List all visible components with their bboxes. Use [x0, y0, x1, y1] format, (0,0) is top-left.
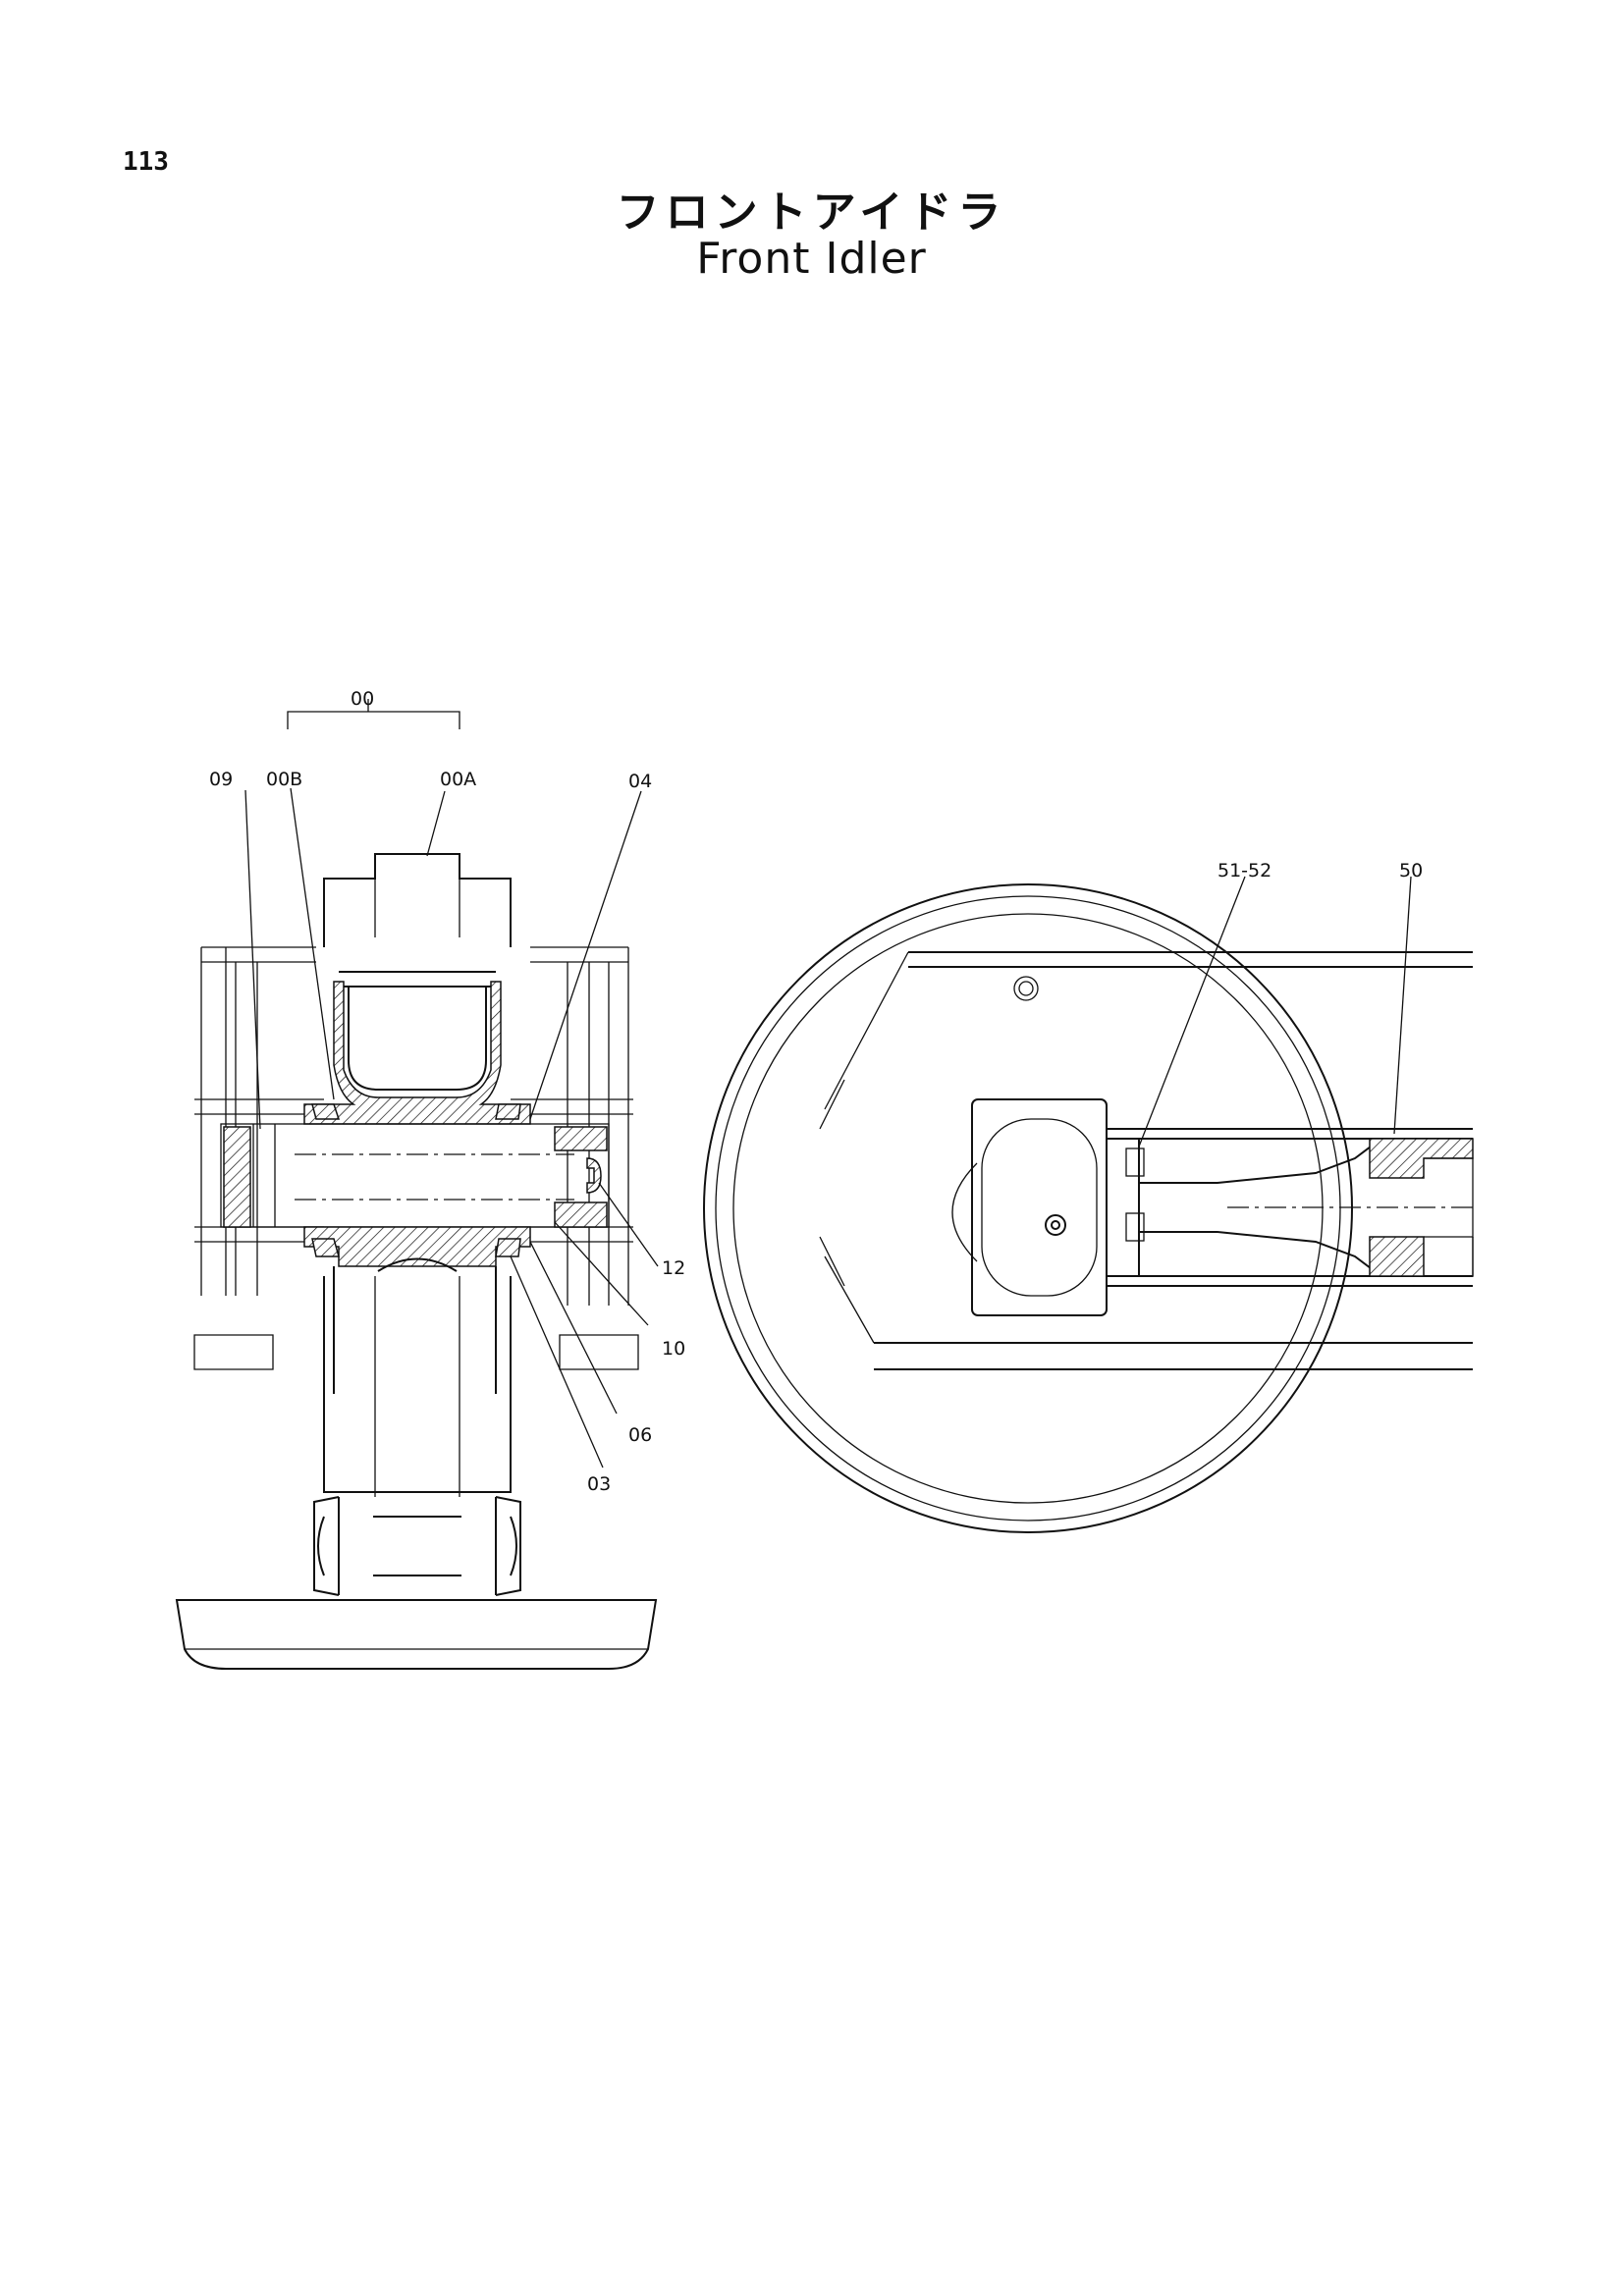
callout-03: 03	[587, 1473, 611, 1495]
title-english: Front Idler	[696, 234, 927, 284]
page-number: 113	[123, 147, 169, 177]
callout-10: 10	[662, 1338, 685, 1360]
callout-09: 09	[209, 769, 233, 790]
callout-00: 00	[351, 688, 374, 710]
callout-12: 12	[662, 1257, 685, 1279]
callout-00a: 00A	[440, 769, 476, 790]
callout-50: 50	[1399, 860, 1423, 881]
callout-00b: 00B	[266, 769, 302, 790]
side-view	[703, 876, 1474, 1533]
callout-51-52: 51-52	[1217, 860, 1271, 881]
section-view	[175, 699, 659, 1670]
callout-06: 06	[628, 1424, 652, 1446]
title-japanese: フロントアイドラ	[616, 187, 1007, 238]
callout-04: 04	[628, 771, 652, 792]
